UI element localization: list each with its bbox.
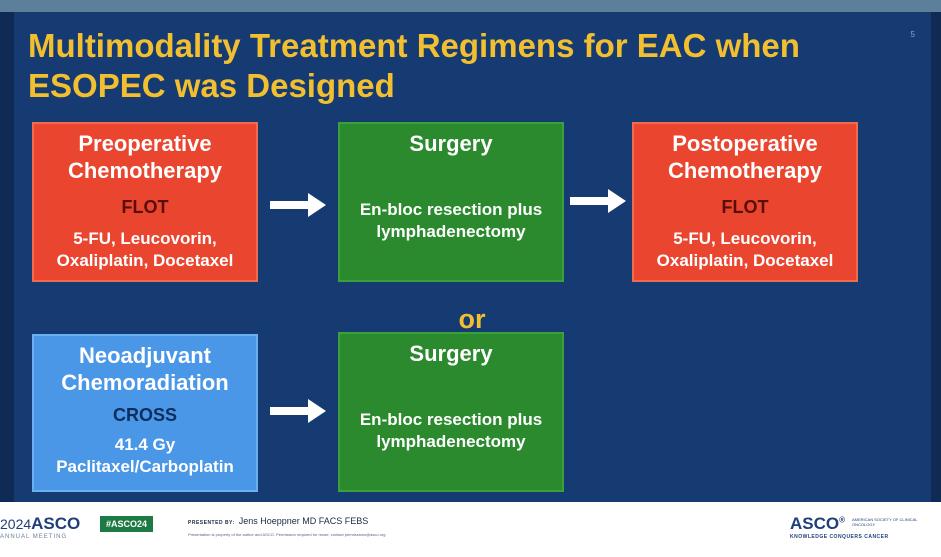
window-top-band (0, 0, 941, 12)
or-label: or (458, 304, 486, 334)
postoperative-chemotherapy-box: Postoperative Chemotherapy FLOT 5-FU, Le… (632, 122, 858, 282)
preoperative-detail: 5-FU, Leucovorin, Oxaliplatin, Docetaxel (56, 229, 234, 270)
postoperative-detail: 5-FU, Leucovorin, Oxaliplatin, Docetaxel (656, 229, 834, 270)
neoadjuvant-regimen: CROSS (112, 405, 177, 425)
asco-annual-meeting-logo: 2024ASCO ANNUAL MEETING (0, 514, 80, 540)
meeting-footer: 2024ASCO ANNUAL MEETING #ASCO24 PRESENTE… (0, 502, 941, 557)
arrow-right-icon (270, 193, 326, 217)
postoperative-regimen: FLOT (721, 197, 769, 217)
asco-logo: ASCO® KNOWLEDGE CONQUERS CANCER AMERICAN… (790, 514, 917, 540)
presenter-line: PRESENTED BY:Jens Hoeppner MD FACS FEBS (188, 516, 368, 526)
surgery-box: Surgery En-bloc resection plus lymphaden… (338, 122, 564, 282)
meeting-sub: ANNUAL MEETING (0, 534, 68, 540)
meeting-year: 2024 (0, 516, 32, 532)
disclaimer-text: Presentation is property of the author a… (188, 532, 386, 537)
arrow-right-icon (270, 399, 326, 423)
presented-by-label: PRESENTED BY: (188, 520, 235, 526)
slide: 5 Multimodality Treatment Regimens for E… (14, 12, 931, 502)
preoperative-heading: Preoperative Chemotherapy (67, 131, 223, 183)
hashtag-badge: #ASCO24 (100, 516, 154, 532)
asco-logo-text: ASCO (790, 514, 840, 533)
preoperative-chemotherapy-box: Preoperative Chemotherapy FLOT 5-FU, Leu… (32, 122, 258, 282)
surgery-heading: Surgery (409, 131, 493, 156)
neoadjuvant-chemoradiation-box: Neoadjuvant Chemoradiation CROSS 41.4 Gy… (32, 334, 258, 492)
neoadjuvant-detail: 41.4 Gy Paclitaxel/Carboplatin (56, 435, 234, 476)
postoperative-heading: Postoperative Chemotherapy (667, 131, 823, 183)
surgery-heading: Surgery (409, 341, 493, 366)
slide-number: 5 (910, 30, 915, 39)
slide-title: Multimodality Treatment Regimens for EAC… (28, 27, 800, 104)
presenter-name: Jens Hoeppner MD FACS FEBS (238, 516, 369, 526)
asco-tagline: KNOWLEDGE CONQUERS CANCER (790, 534, 889, 540)
surgery-detail: En-bloc resection plus lymphadenectomy (359, 200, 543, 241)
neoadjuvant-heading: Neoadjuvant Chemoradiation (61, 343, 229, 395)
meeting-org: ASCO (31, 514, 81, 533)
surgery-detail: En-bloc resection plus lymphadenectomy (359, 410, 543, 451)
surgery-box-2: Surgery En-bloc resection plus lymphaden… (338, 332, 564, 492)
preoperative-regimen: FLOT (121, 197, 169, 217)
asco-side-text: AMERICAN SOCIETY OF CLINICAL ONCOLOGY (852, 517, 918, 527)
arrow-right-icon (570, 189, 626, 213)
